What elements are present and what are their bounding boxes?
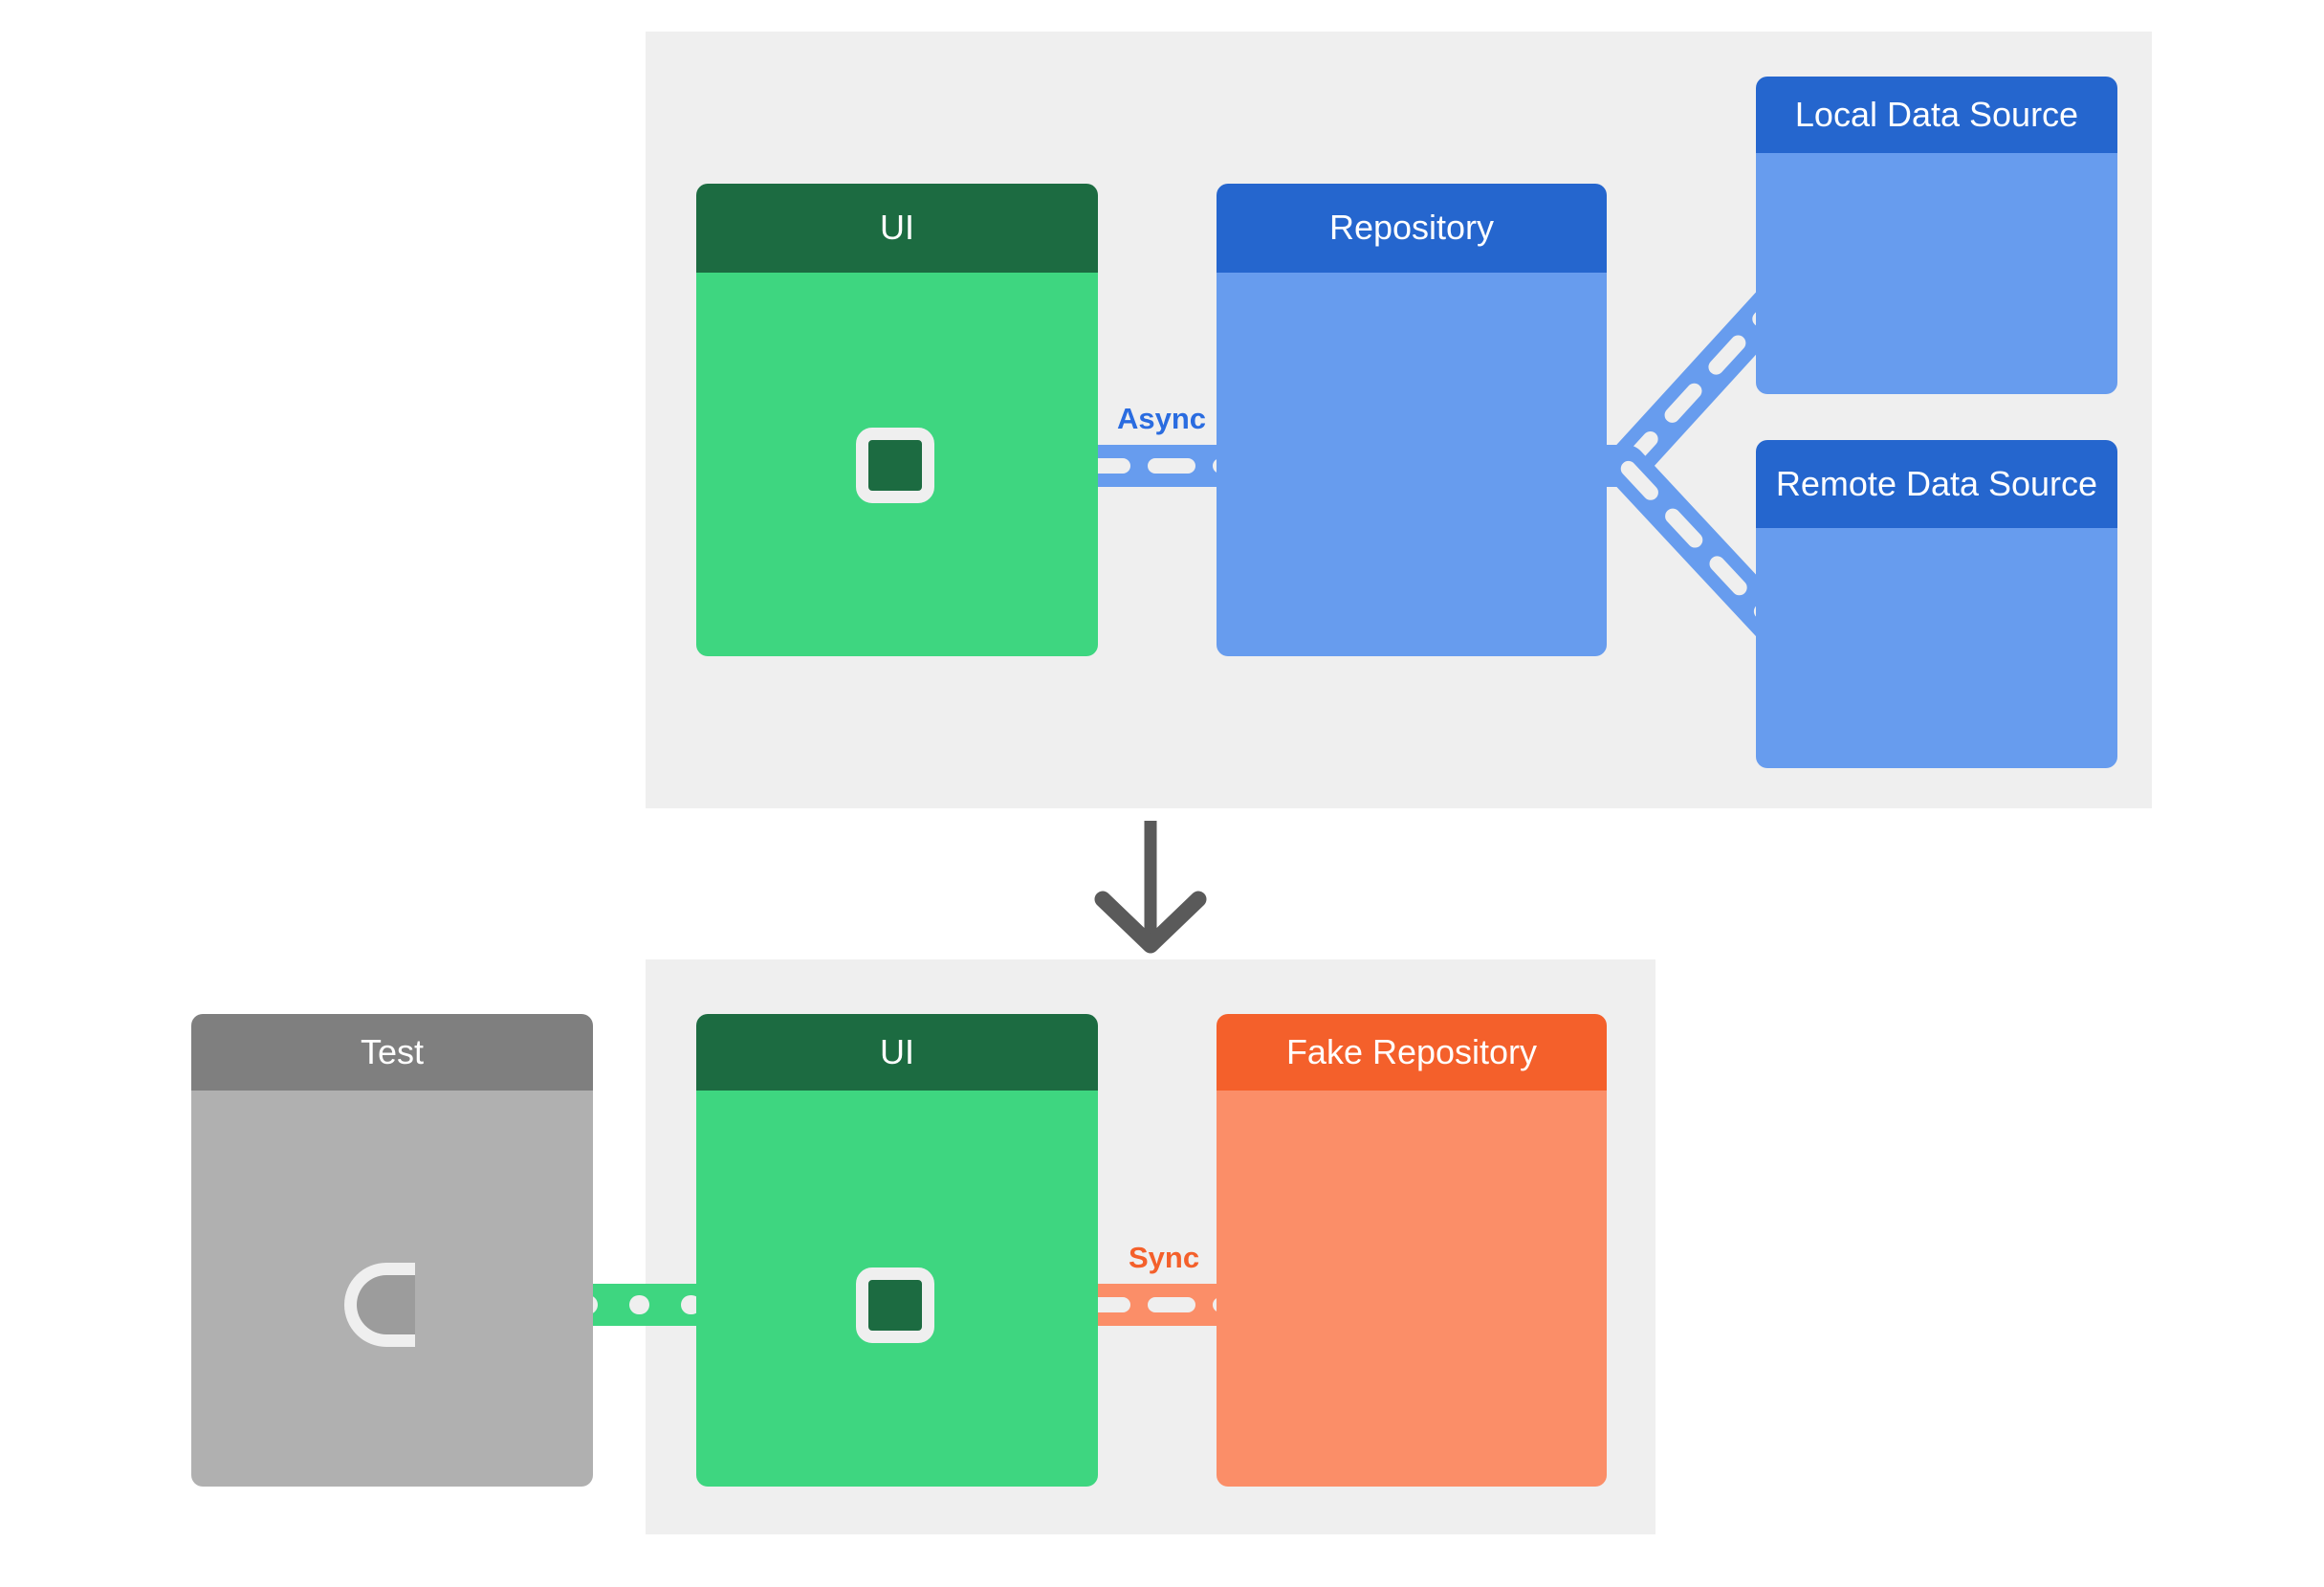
node-local-data-source-body: [1756, 153, 2117, 394]
node-ui-test-title: UI: [696, 1014, 1098, 1091]
down-arrow-icon: [1094, 821, 1207, 954]
socket-half-circle-icon-test: [344, 1263, 415, 1347]
node-fake-repository[interactable]: Fake Repository: [1217, 1014, 1607, 1487]
node-repository[interactable]: Repository: [1217, 184, 1607, 656]
node-remote-data-source-body: [1756, 528, 2117, 768]
node-fake-repository-title: Fake Repository: [1217, 1014, 1607, 1091]
node-test[interactable]: Test: [191, 1014, 593, 1487]
node-remote-data-source-title: Remote Data Source: [1756, 440, 2117, 528]
edge-label-async: Async: [1117, 402, 1207, 435]
node-local-data-source[interactable]: Local Data Source: [1756, 77, 2117, 394]
node-local-data-source-title: Local Data Source: [1756, 77, 2117, 153]
node-test-title: Test: [191, 1014, 593, 1091]
node-ui-production[interactable]: UI: [696, 184, 1098, 656]
rounded-square-port-icon-ui-production: [856, 428, 934, 503]
node-ui-test[interactable]: UI: [696, 1014, 1098, 1487]
edge-label-sync: Sync: [1129, 1241, 1200, 1274]
node-repository-title: Repository: [1217, 184, 1607, 273]
node-fake-repository-body: [1217, 1091, 1607, 1487]
rounded-square-port-icon-ui-test: [856, 1267, 934, 1343]
node-remote-data-source[interactable]: Remote Data Source: [1756, 440, 2117, 768]
node-repository-body: [1217, 273, 1607, 656]
node-ui-production-title: UI: [696, 184, 1098, 273]
